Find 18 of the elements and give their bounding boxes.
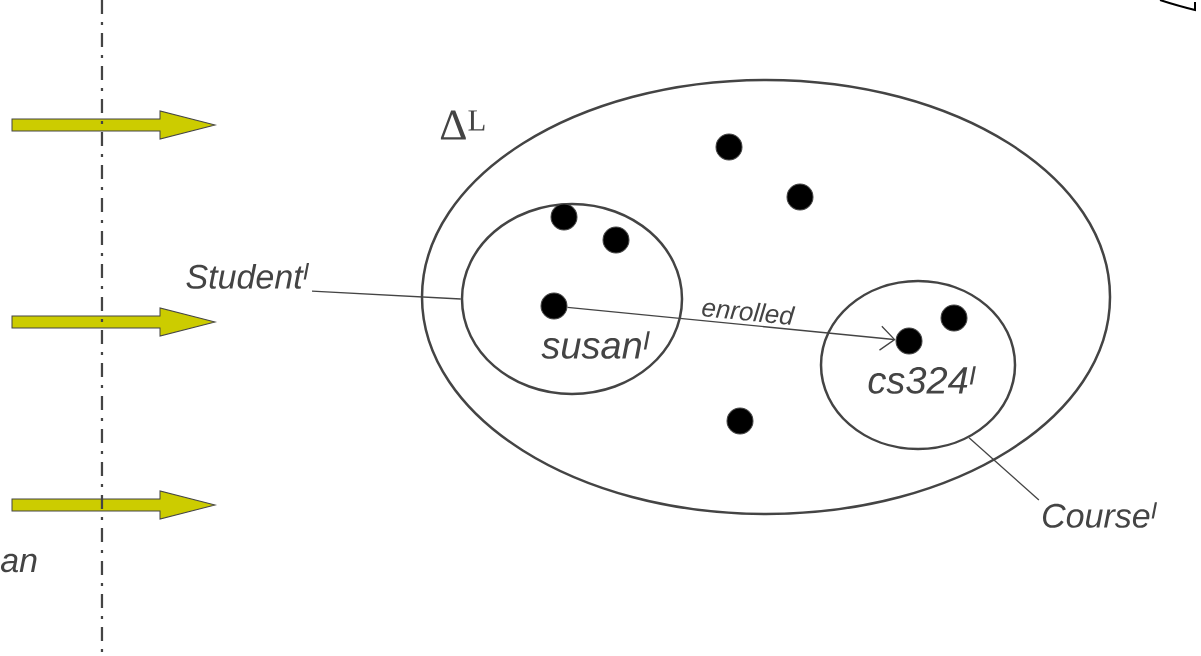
dot — [940, 304, 968, 332]
ellipse — [819, 279, 1017, 451]
leader-line — [311, 290, 462, 300]
dot — [786, 183, 814, 211]
arrow — [566, 306, 896, 351]
edge-label: enrolled — [702, 302, 796, 325]
leader-line — [968, 437, 1040, 501]
instance-label: cs324$^{I}$ — [868, 366, 976, 394]
leader-label: Student$^{I}$ — [186, 263, 310, 289]
cut-off-text: an — [0, 553, 37, 573]
heading: Δ$^{L}$ — [440, 110, 485, 140]
dot — [726, 407, 754, 435]
dot — [602, 226, 630, 254]
leader-label: Course$^{I}$ — [1043, 502, 1158, 528]
instance-label: susan$^{I}$ — [541, 331, 650, 359]
ellipse — [460, 202, 684, 396]
dot — [715, 133, 743, 161]
dot — [550, 203, 578, 231]
